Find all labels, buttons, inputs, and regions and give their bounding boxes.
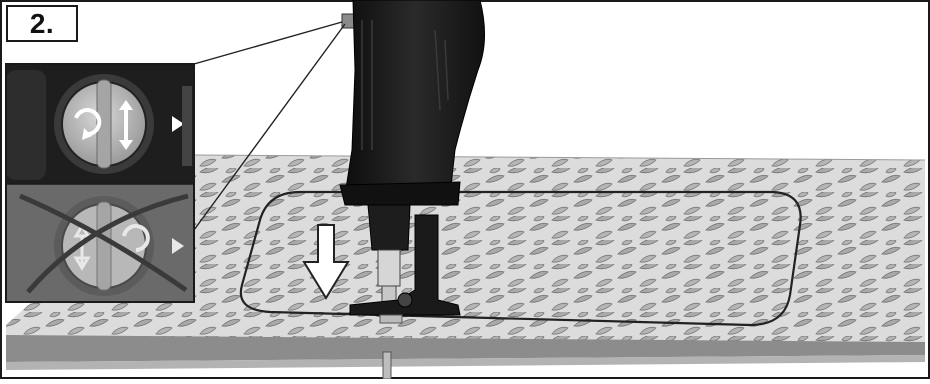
step-number: 2.: [30, 8, 54, 40]
step-number-box: 2.: [6, 5, 78, 42]
saw-blade-lower: [383, 352, 391, 379]
dial-inset: [6, 64, 194, 302]
